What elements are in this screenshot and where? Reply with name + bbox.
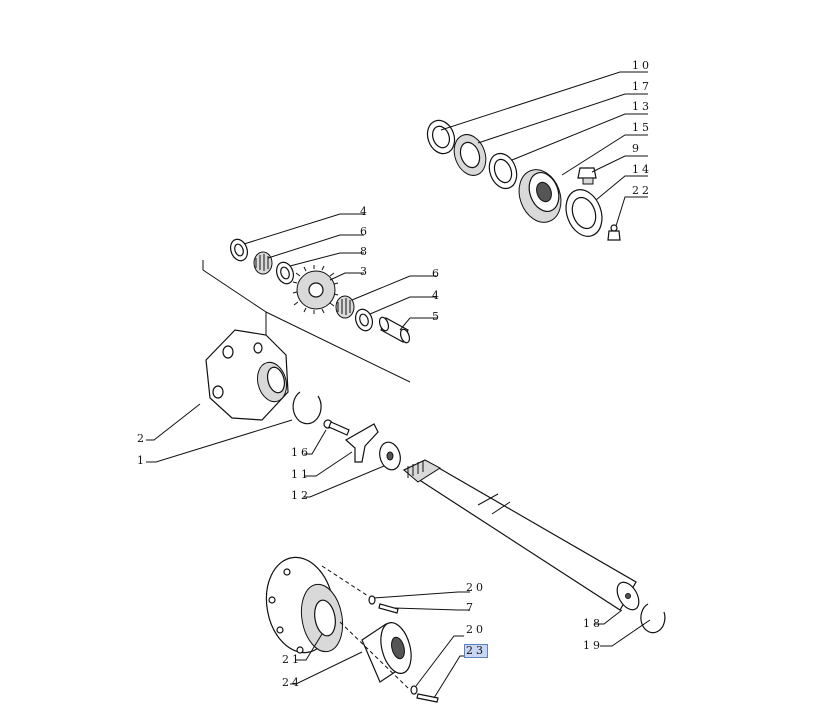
- needle-bearing-6-top: [253, 251, 273, 275]
- callout-10: 10: [632, 59, 652, 72]
- callout-6-top: 6: [360, 225, 370, 238]
- callout-3: 3: [360, 265, 370, 278]
- bearing-14: [518, 169, 562, 223]
- callout-12: 12: [291, 489, 311, 502]
- callout-1: 1: [137, 454, 147, 467]
- callout-14: 14: [632, 163, 652, 176]
- disc-12: [379, 441, 401, 471]
- needle-bearing-6-bottom: [335, 295, 355, 319]
- callout-23-highlighted[interactable]: 23: [464, 644, 488, 658]
- hub-24: [361, 622, 412, 683]
- callout-24: 24: [282, 676, 302, 689]
- callout-7: 7: [466, 601, 476, 614]
- callout-2: 2: [137, 432, 147, 445]
- callout-18: 18: [583, 617, 603, 630]
- gear-3: [292, 265, 339, 314]
- ring-8: [275, 261, 295, 285]
- callout-17: 17: [632, 80, 652, 93]
- housing-2: [205, 329, 289, 421]
- callout-4-top: 4: [360, 205, 370, 218]
- callout-20-top: 20: [466, 581, 486, 594]
- washer-4-top: [229, 238, 249, 262]
- callout-6-bottom: 6: [432, 267, 442, 280]
- circlip-1: [292, 391, 322, 425]
- plug-9: [577, 167, 597, 185]
- pin-5: [378, 316, 411, 344]
- callout-20-bottom: 20: [466, 623, 486, 636]
- bolts-7-23: [378, 603, 439, 703]
- callout-5: 5: [432, 310, 442, 323]
- callout-21: 21: [282, 653, 302, 666]
- seal-ring: [565, 189, 603, 237]
- ring-13: [488, 152, 518, 190]
- callout-19: 19: [583, 639, 603, 652]
- callout-9: 9: [632, 142, 642, 155]
- washer-4-bottom: [354, 308, 374, 332]
- bearing-cup-17: [453, 134, 487, 176]
- callout-22: 22: [632, 184, 652, 197]
- snap-ring-10: [426, 119, 456, 155]
- callout-8: 8: [360, 245, 370, 258]
- washers-20: [368, 595, 418, 695]
- callout-16: 16: [291, 446, 311, 459]
- bolt-16: [323, 419, 350, 436]
- callout-4-bottom: 4: [432, 289, 442, 302]
- grease-nipple-22: [607, 224, 621, 241]
- callout-13: 13: [632, 100, 652, 113]
- circlip-19: [640, 603, 666, 634]
- shaft-18: [402, 459, 640, 611]
- callout-15: 15: [632, 121, 652, 134]
- flange-21: [265, 556, 344, 654]
- callout-11: 11: [291, 468, 311, 481]
- lever-11: [344, 423, 379, 463]
